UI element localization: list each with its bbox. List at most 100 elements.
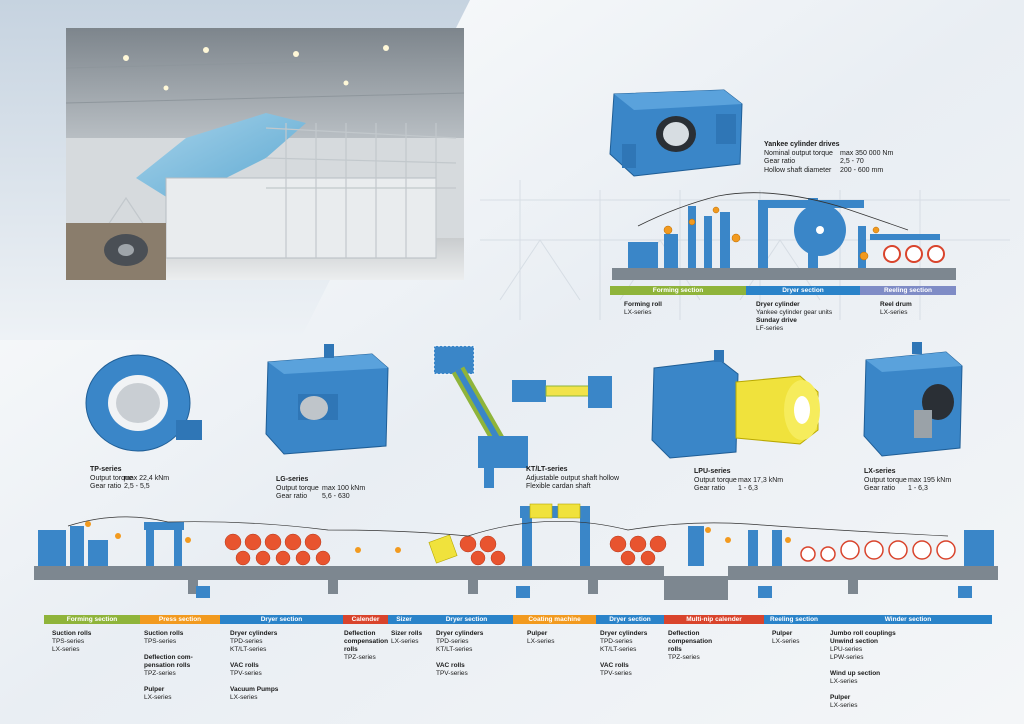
bottom-section-line: pensation rolls (144, 662, 191, 669)
top-section-line: Forming roll (624, 301, 662, 308)
bottom-section-line: KT/LT-series (436, 646, 473, 653)
top-section-line: Sunday drive (756, 317, 797, 324)
product-spec-label: Gear ratio (864, 485, 896, 492)
bottom-section-line: LX-series (144, 694, 172, 701)
bottom-section-line: KT/LT-series (230, 646, 267, 653)
bottom-section-line: Dryer cylinders (436, 630, 484, 637)
bottom-section-line: Deflection (668, 630, 700, 637)
bottom-section-line: Deflection com- (144, 654, 193, 661)
yankee-spec-value: max 350 000 Nm (840, 149, 894, 157)
tissue-machine-schematic (612, 192, 956, 280)
bottom-section-line: TPZ-series (144, 670, 176, 677)
bottom-section-line: VAC rolls (600, 662, 629, 669)
product-spec-value: 1 - 6,3 (738, 485, 758, 492)
product-spec-label: Gear ratio (90, 483, 122, 490)
bottom-section-line: TPD-series (230, 638, 263, 645)
bottom-section-bar: Dryer section (220, 615, 343, 624)
product-spec-row: Gear ratio 1 - 6,3 (694, 485, 783, 494)
bottom-section-line: LX-series (772, 638, 800, 645)
product-name: LG-series (276, 476, 309, 483)
bottom-section-bar: Dryer section (596, 615, 664, 624)
product-spec-row: Flexible cardan shaft (526, 483, 619, 492)
bottom-section-line: LX-series (391, 638, 419, 645)
bottom-section-bar: Sizer (388, 615, 420, 624)
product-name: TP-series (90, 466, 122, 473)
spacer (144, 678, 193, 686)
lpu-series-image (651, 350, 820, 459)
bottom-section-line: Dryer cylinders (230, 630, 278, 637)
kt-lt-series-image (433, 345, 612, 488)
bottom-section-line: Unwind section (830, 638, 879, 645)
yankee-spec-value: 200 - 600 mm (840, 166, 884, 174)
bottom-section-line: VAC rolls (436, 662, 465, 669)
bottom-section-line: KT/LT-series (600, 646, 637, 653)
bottom-section-line: LPU-series (830, 646, 863, 653)
spacer (144, 646, 193, 654)
spacer (230, 678, 278, 686)
bottom-section-line: Suction rolls (144, 630, 184, 637)
bottom-section-line: LX-series (830, 678, 858, 685)
bottom-section-line: Sizer rolls (391, 630, 423, 637)
bottom-section-line: compensation (344, 638, 389, 645)
tp-series-image (85, 354, 202, 452)
yankee-spec-label: Gear ratio (764, 158, 796, 165)
bottom-section-line: LX-series (527, 638, 555, 645)
top-section-line: LX-series (880, 309, 908, 316)
bottom-section-line: Wind up section (830, 670, 881, 677)
bottom-section-line: LX-series (52, 646, 80, 653)
bottom-section-line: TPD-series (600, 638, 633, 645)
product-spec-row: Adjustable output shaft hollow (526, 475, 619, 484)
bottom-section-bar: Winder section (824, 615, 992, 624)
bottom-section-bar: Press section (140, 615, 220, 624)
bottom-section-line: TPZ-series (668, 654, 700, 661)
spacer (436, 654, 483, 662)
product-spec-label: Output torque (864, 476, 907, 484)
product-spec-label: Output torque (90, 474, 133, 482)
product-spec-label: Adjustable output shaft hollow (526, 474, 620, 482)
top-section-bar: Forming section (610, 286, 746, 295)
bottom-section-line: Pulper (144, 686, 165, 693)
product-spec-label: Flexible cardan shaft (526, 483, 591, 490)
spacer (230, 654, 278, 662)
bottom-section-line: TPS-series (52, 638, 85, 645)
top-section-bar: Reeling section (860, 286, 956, 295)
product-spec-value: 2,5 - 5,5 (124, 483, 150, 490)
spacer (600, 654, 647, 662)
bottom-section-line: Pulper (830, 694, 851, 701)
bottom-section-bar: Forming section (44, 615, 140, 624)
bottom-section-bar: Multi-nip calender (664, 615, 764, 624)
bottom-section-line: TPV-series (230, 670, 262, 677)
product-spec-value: max 22,4 kNm (124, 474, 170, 482)
top-section-line: Yankee cylinder gear units (756, 309, 833, 316)
bottom-section-line: Vacuum Pumps (230, 686, 279, 693)
top-section-line: LX-series (624, 309, 652, 316)
spacer (830, 686, 896, 694)
top-section-bar: Dryer section (746, 286, 860, 295)
bottom-section-bar: Coating machine (513, 615, 596, 624)
product-name: LX-series (864, 468, 896, 475)
product-name: LPU-series (694, 468, 731, 475)
bottom-section-line: Deflection (344, 630, 376, 637)
bottom-section-line: TPV-series (436, 670, 468, 677)
product-spec-label: Gear ratio (694, 485, 726, 492)
product-spec-label: Gear ratio (276, 493, 308, 500)
